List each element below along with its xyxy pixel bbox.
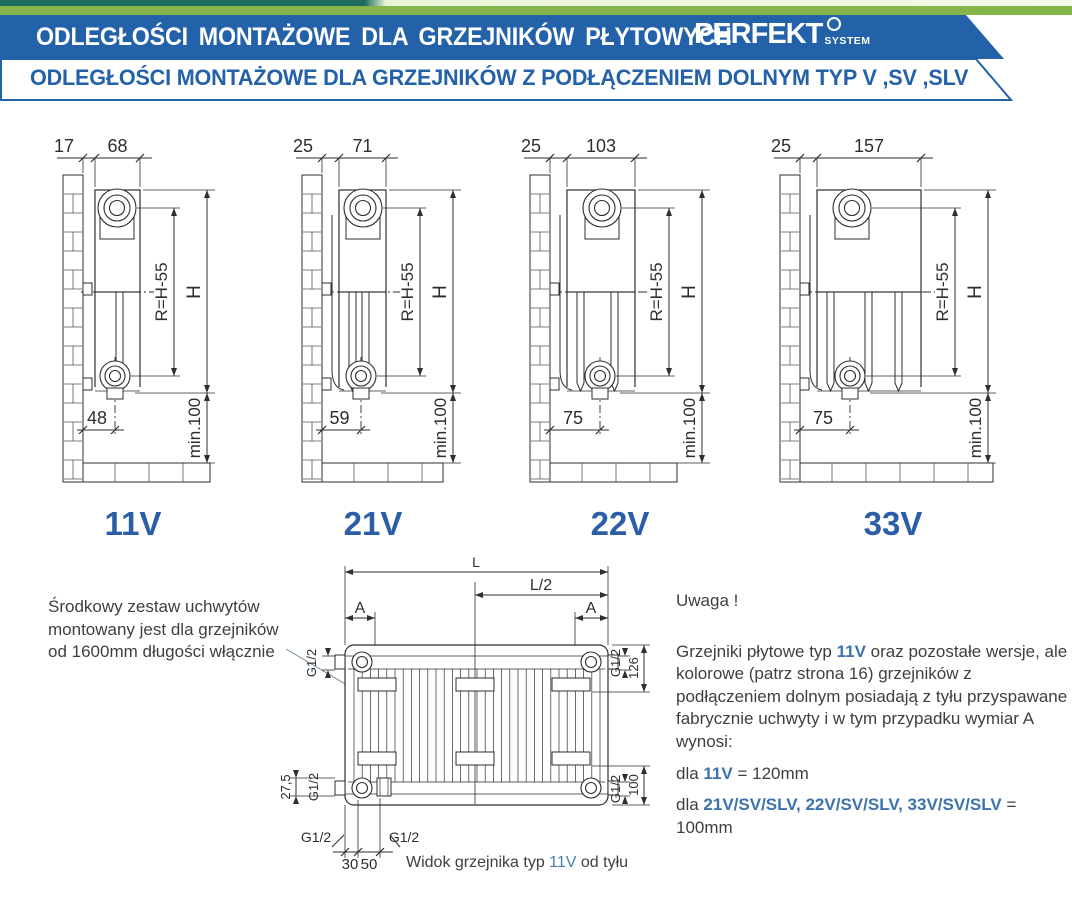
dim-g12-top-left: G1/2	[304, 649, 319, 677]
warning-title: Uwaga !	[676, 591, 739, 610]
dim-min-floor: min.100	[966, 398, 985, 458]
warning-paragraph: Grzejniki płytowe typ 11V oraz pozostałe…	[676, 641, 1072, 754]
dim-depth: 71	[352, 136, 372, 156]
note-warning: Uwaga ! Grzejniki płytowe typ 11V oraz p…	[676, 590, 1072, 839]
dim-126: 126	[626, 657, 641, 679]
dim-min-floor: min.100	[680, 398, 699, 458]
note-line: Środkowy zestaw uchwytów	[48, 597, 260, 616]
brand-name: PERFEKT	[694, 18, 823, 50]
dim-wall-gap: 25	[771, 136, 791, 156]
diagram-11v: 17 68H R=H-55 min.100 48 11V	[54, 136, 215, 542]
dim-h: H	[679, 285, 700, 299]
dim-wall-gap: 25	[521, 136, 541, 156]
dim-l2: L/2	[530, 577, 552, 594]
dim-r: R=H-55	[398, 262, 417, 321]
rule-prefix: dla	[676, 763, 704, 783]
note-line: od 1600mm długości włącznie	[48, 642, 275, 662]
page-subtitle: ODLEGŁOŚCI MONTAŻOWE DLA GRZEJNIKÓW Z PO…	[30, 65, 969, 90]
type-label-22v: 22V	[591, 505, 650, 542]
warning-text: oraz pozostałe wersje, ale kolorowe (pat…	[676, 641, 1068, 752]
green-accent-strip	[0, 6, 1072, 15]
dim-50: 50	[361, 856, 378, 873]
dim-bottom-offset: 48	[87, 408, 107, 428]
dimension-rule-11v: dla 11V = 120mm	[676, 763, 1072, 786]
brand-logo: PERFEKT SYSTEM	[694, 17, 871, 50]
dim-min-floor: min.100	[431, 398, 450, 458]
note-line: montowany jest dla grzejników	[48, 619, 279, 639]
dim-bottom-offset: 59	[329, 408, 349, 428]
dim-depth: 68	[107, 136, 127, 156]
dim-h: H	[430, 285, 451, 299]
dim-275: 27,5	[278, 774, 293, 799]
dimension-rule-other: dla 21V/SV/SLV, 22V/SV/SLV, 33V/SV/SLV =…	[676, 794, 1072, 839]
type-label-21v: 21V	[344, 505, 403, 542]
dim-l: L	[472, 554, 480, 570]
type-11v-ref: 11V	[703, 763, 733, 783]
dim-r: R=H-55	[647, 262, 666, 321]
page-title: ODLEGŁOŚCI MONTAŻOWE DLA GRZEJNIKÓW PŁYT…	[36, 23, 732, 51]
type-label-11v: 11V	[105, 505, 162, 542]
rule-value: = 120mm	[732, 763, 809, 783]
type-list-ref: 21V/SV/SLV, 22V/SV/SLV, 33V/SV/SLV	[703, 795, 1002, 815]
dim-min-floor: min.100	[185, 398, 204, 458]
dim-100: 100	[626, 774, 641, 796]
dim-h: H	[184, 285, 205, 299]
dim-g12-top-right: G1/2	[608, 649, 623, 677]
diagram-21v: 25 71H R=H-55 min.100 59 21V	[293, 136, 461, 542]
brand-subname: SYSTEM	[824, 35, 871, 47]
dim-g12-conn-left: G1/2	[301, 829, 332, 845]
dim-30: 30	[342, 856, 359, 873]
dim-h: H	[965, 285, 986, 299]
dim-depth: 103	[586, 136, 616, 156]
rule-prefix: dla	[676, 795, 704, 815]
dim-r: R=H-55	[933, 262, 952, 321]
dim-g12-bottom-left: G1/2	[306, 773, 321, 801]
brand-circle-icon	[827, 17, 841, 31]
dim-g12-bottom-right: G1/2	[608, 775, 623, 803]
type-label-33v: 33V	[864, 505, 923, 542]
dim-bottom-offset: 75	[563, 408, 583, 428]
warning-text: Grzejniki płytowe typ	[676, 641, 837, 661]
dim-bottom-offset: 75	[813, 408, 833, 428]
dim-depth: 157	[854, 136, 884, 156]
rear-view-caption: Widok grzejnika typ 11V od tyłu	[406, 854, 628, 871]
type-11v-ref: 11V	[836, 641, 866, 661]
dim-g12-conn-right: G1/2	[389, 829, 420, 845]
dim-wall-gap: 25	[293, 136, 313, 156]
dim-r: R=H-55	[152, 262, 171, 321]
rule-value: = 100mm	[676, 795, 1017, 837]
dim-a-right: A	[586, 600, 597, 617]
top-accent-strip	[0, 0, 1072, 6]
note-center-brackets: Środkowy zestaw uchwytów montowany jest …	[48, 596, 318, 664]
dim-a-left: A	[355, 600, 366, 617]
dim-wall-gap: 17	[54, 136, 74, 156]
subtitle-banner	[0, 58, 1014, 101]
